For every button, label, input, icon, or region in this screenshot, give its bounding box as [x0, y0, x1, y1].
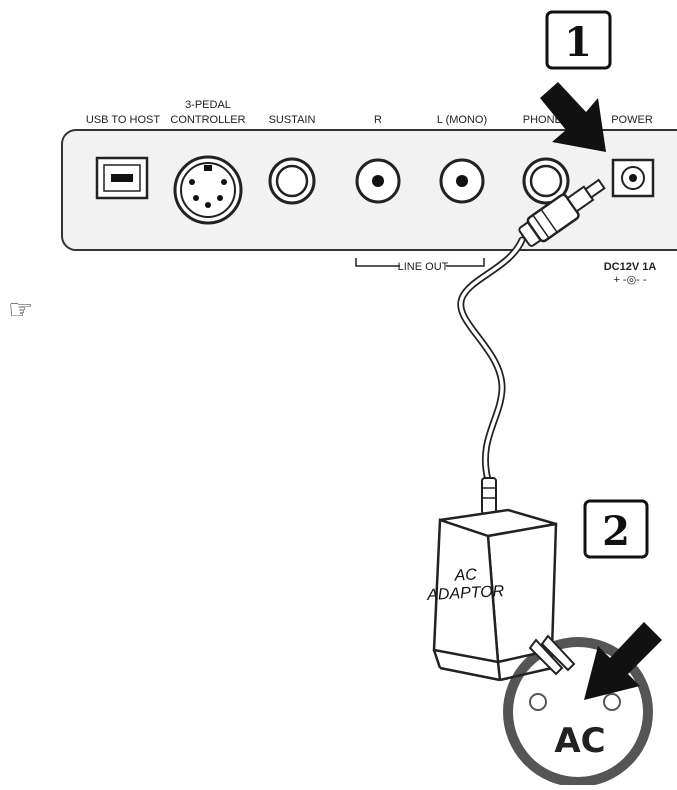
ac-adaptor: AC ADAPTOR — [426, 508, 576, 682]
pointing-hand-icon: ☞ — [8, 293, 34, 326]
r-label: R — [374, 114, 382, 126]
sustain-label: SUSTAIN — [269, 114, 316, 126]
usb-port — [95, 156, 149, 200]
step-1-number: 1 — [564, 19, 592, 66]
adaptor-label-line1: AC — [453, 566, 478, 584]
phones-jack — [522, 157, 570, 205]
outlet-ac-label: AC — [554, 721, 605, 761]
arrow-to-power-icon — [540, 82, 606, 152]
step-2-number: 2 — [602, 508, 630, 555]
step-2-badge: 2 — [583, 499, 649, 559]
usb-label: USB TO HOST — [86, 114, 160, 126]
adaptor-label-line2: ADAPTOR — [426, 583, 505, 604]
polarity-label: + -◎- - — [613, 274, 646, 286]
cable-strain-relief — [481, 477, 497, 515]
line-out-label: LINE OUT — [398, 261, 449, 273]
pedal-label-line2: CONTROLLER — [170, 114, 245, 126]
line-out-r-jack — [355, 158, 401, 204]
arrow-to-outlet-icon — [584, 622, 662, 700]
pedal-din-connector — [173, 155, 243, 225]
step-1-badge: 1 — [545, 10, 612, 70]
sustain-jack — [268, 157, 316, 205]
line-out-bracket — [355, 258, 485, 267]
power-label: POWER — [611, 114, 653, 126]
power-dc-jack — [611, 158, 655, 198]
line-out-l-jack — [439, 158, 485, 204]
dc-plug — [518, 178, 606, 247]
pedal-label-line1: 3-PEDAL — [185, 99, 231, 111]
l-mono-label: L (MONO) — [437, 114, 487, 126]
adaptor-cable — [457, 236, 526, 484]
dc-spec-label: DC12V 1A — [604, 261, 657, 273]
